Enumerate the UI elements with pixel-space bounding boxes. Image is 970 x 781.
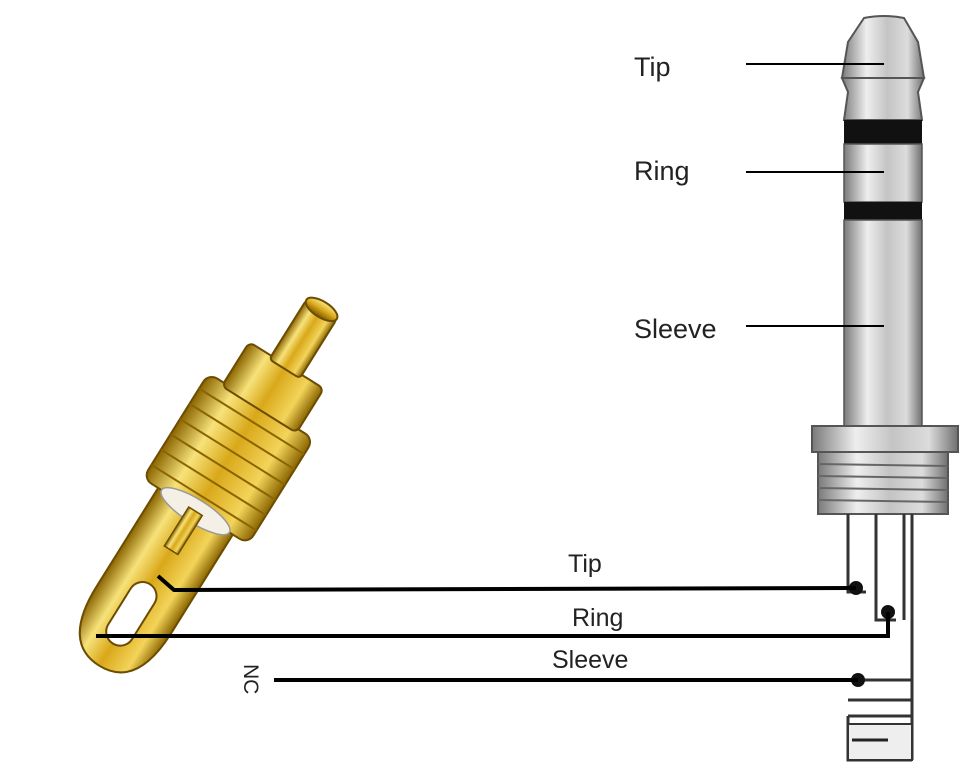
trs-tip	[840, 15, 926, 79]
plug-tip-label: Tip	[634, 52, 671, 82]
wire-nc-label: NC	[239, 664, 262, 694]
trs-sleeve	[843, 219, 923, 427]
plug-sleeve-label: Sleeve	[634, 314, 717, 344]
trs-insulator-band-top	[844, 120, 922, 144]
plug-labels: Tip Ring Sleeve	[634, 52, 884, 344]
rca-connector	[78, 296, 339, 674]
rca-tail-slot	[105, 581, 158, 647]
wire-sleeve-label: Sleeve	[552, 646, 628, 674]
tip-wire	[156, 574, 857, 593]
wire-ring-label: Ring	[572, 604, 623, 632]
wire-tip-label: Tip	[568, 550, 602, 578]
wires	[96, 574, 890, 682]
plug-ring-label: Ring	[634, 156, 690, 186]
trs-neck	[840, 77, 926, 121]
ring-wire	[96, 612, 890, 638]
trs-plug	[811, 15, 959, 762]
trs-flange	[811, 425, 959, 453]
rca-inner-pin	[163, 505, 204, 556]
trs-threads	[817, 451, 949, 515]
trs-insulator-band-bottom	[844, 202, 922, 220]
wire-labels: Tip Ring Sleeve NC	[239, 550, 628, 694]
